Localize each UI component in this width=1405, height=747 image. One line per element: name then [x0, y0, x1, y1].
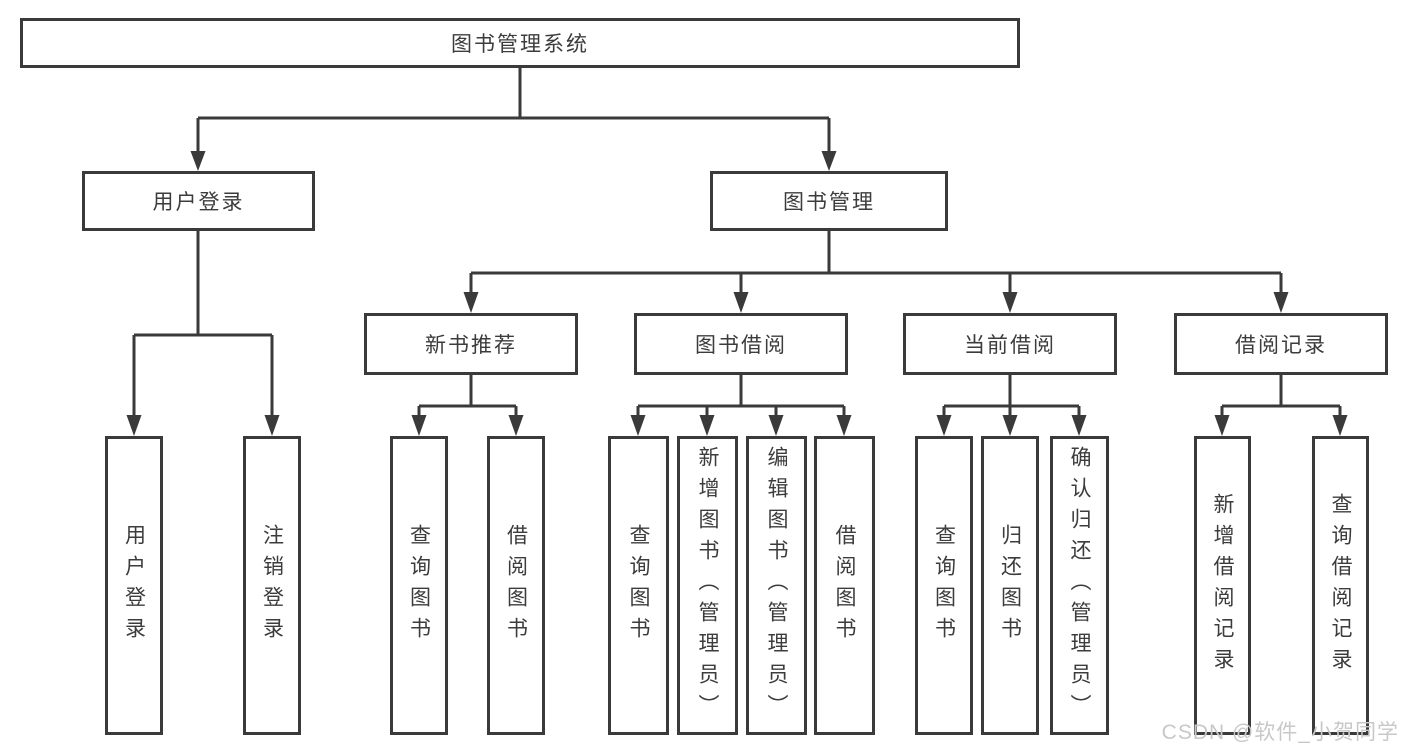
node-new-book-recommend: 新书推荐 — [364, 313, 578, 375]
leaf-label: 归还图书 — [998, 523, 1022, 648]
leaf-query-book-recommend: 查询图书 — [390, 436, 448, 735]
node-root: 图书管理系统 — [20, 18, 1020, 68]
connector-login-to-leaves — [126, 231, 280, 436]
node-label: 图书管理系统 — [451, 33, 589, 56]
leaf-edit-book-admin: 编辑图书（管理员） — [746, 436, 807, 735]
leaf-label: 借阅图书 — [833, 523, 856, 648]
node-user-login: 用户登录 — [82, 171, 315, 231]
leaf-logout: 注销登录 — [243, 436, 301, 735]
watermark: CSDN @软件_小贺同学 — [1161, 721, 1399, 744]
leaf-label: 编辑图书（管理员） — [765, 446, 788, 725]
node-current-borrow: 当前借阅 — [903, 313, 1117, 375]
node-book-management: 图书管理 — [710, 171, 948, 231]
connector-current-to-leaves — [936, 375, 1087, 436]
connector-recommend-to-leaves — [411, 375, 524, 436]
node-label: 借阅记录 — [1235, 334, 1327, 357]
connector-management-to-level3 — [463, 231, 1289, 313]
node-book-borrow: 图书借阅 — [634, 313, 848, 375]
leaf-return-book: 归还图书 — [981, 436, 1039, 735]
leaf-label: 借阅图书 — [504, 523, 528, 648]
node-label: 图书借阅 — [695, 334, 787, 357]
leaf-user-login: 用户登录 — [105, 436, 163, 735]
leaf-query-borrow-record: 查询借阅记录 — [1312, 436, 1369, 735]
node-label: 当前借阅 — [964, 334, 1056, 357]
leaf-confirm-return-admin: 确认归还（管理员） — [1050, 436, 1109, 735]
leaf-label: 新增图书（管理员） — [696, 446, 719, 725]
node-label: 用户登录 — [152, 191, 245, 214]
leaf-label: 查询图书 — [932, 523, 956, 648]
leaf-label: 确认归还（管理员） — [1068, 446, 1091, 725]
leaf-label: 查询借阅记录 — [1329, 492, 1352, 679]
leaf-label: 查询图书 — [407, 523, 431, 648]
connector-root-to-level2 — [190, 68, 837, 171]
leaf-add-book-admin: 新增图书（管理员） — [677, 436, 738, 735]
leaf-label: 注销登录 — [260, 523, 284, 648]
connector-records-to-leaves — [1214, 375, 1348, 436]
leaf-label: 用户登录 — [122, 523, 146, 648]
leaf-borrow-book-recommend: 借阅图书 — [487, 436, 545, 735]
node-borrow-records: 借阅记录 — [1174, 313, 1388, 375]
node-label: 图书管理 — [783, 191, 875, 214]
leaf-label: 查询图书 — [627, 523, 650, 648]
node-label: 新书推荐 — [425, 334, 517, 357]
leaf-query-book-borrow: 查询图书 — [608, 436, 669, 735]
leaf-add-borrow-record: 新增借阅记录 — [1194, 436, 1251, 735]
leaf-borrow-book: 借阅图书 — [814, 436, 875, 735]
connector-borrow-to-leaves — [630, 375, 852, 436]
leaf-label: 新增借阅记录 — [1211, 492, 1234, 679]
leaf-query-book-current: 查询图书 — [915, 436, 973, 735]
